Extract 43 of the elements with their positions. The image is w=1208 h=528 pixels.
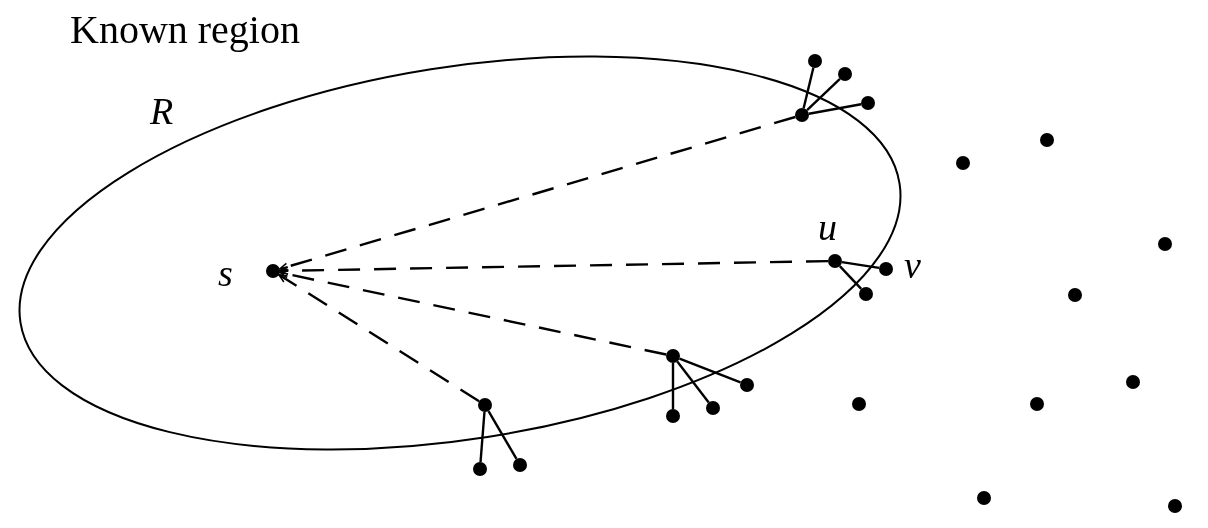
point (808, 54, 822, 68)
point-label: s (218, 254, 233, 292)
edge-line (671, 363, 675, 409)
dashed-arrow (278, 115, 796, 271)
point (1158, 237, 1172, 251)
point (478, 398, 492, 412)
point (879, 262, 893, 276)
region-heading: Known region (70, 10, 300, 50)
point (859, 287, 873, 301)
point (740, 378, 754, 392)
point (1040, 133, 1054, 147)
edge-line (802, 67, 815, 109)
point (1030, 397, 1044, 411)
point (1068, 288, 1082, 302)
edge-line (479, 411, 486, 463)
dashed-arrow (278, 273, 480, 403)
edge-line (841, 260, 880, 270)
edge-line (676, 360, 710, 404)
point-label: u (818, 208, 837, 246)
point (666, 349, 680, 363)
point (977, 491, 991, 505)
point (838, 67, 852, 81)
point (956, 156, 970, 170)
edge-line (679, 357, 741, 384)
edge-line (808, 103, 862, 115)
dashed-arrow (279, 259, 829, 275)
edge-line (487, 410, 518, 460)
point (795, 108, 809, 122)
point (1126, 375, 1140, 389)
point (706, 401, 720, 415)
point (861, 96, 875, 110)
point (666, 409, 680, 423)
point (1168, 499, 1182, 513)
point (473, 462, 487, 476)
point (828, 254, 842, 268)
point (513, 458, 527, 472)
point-label: v (904, 246, 921, 284)
edge-line (806, 77, 841, 112)
region-label: R (150, 92, 174, 130)
point (266, 264, 280, 278)
point (852, 397, 866, 411)
edge-line (838, 265, 863, 290)
dashed-arrow (279, 269, 667, 356)
